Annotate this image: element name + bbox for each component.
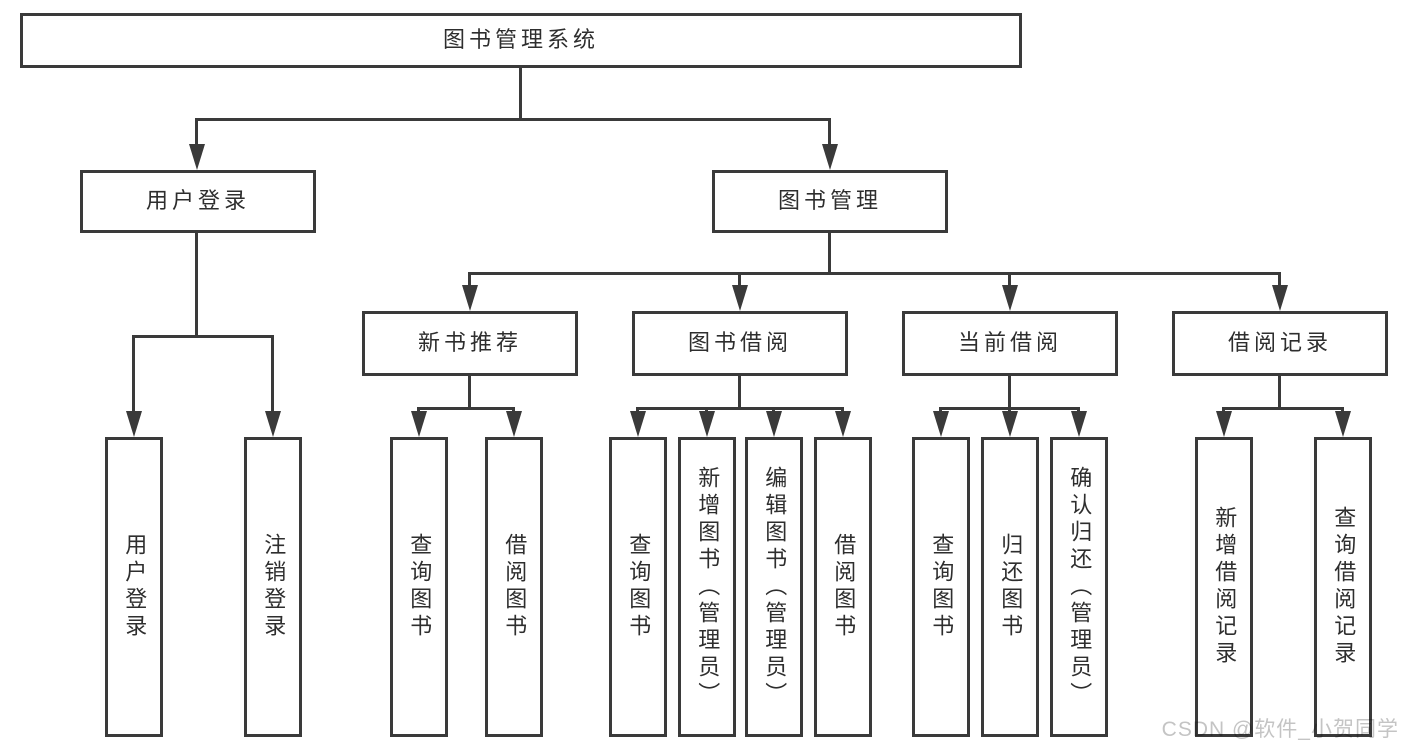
node-book-borrow: 图书借阅	[632, 311, 848, 376]
connector-vline	[738, 376, 741, 409]
connector-vline	[195, 233, 198, 337]
connector-hline	[468, 272, 1281, 275]
arrow-down	[822, 144, 838, 170]
arrow-down	[630, 411, 646, 437]
csdn-watermark: CSDN @软件_小贺同学	[1161, 718, 1399, 741]
leaf-add-books-admin: 新增图书（管理员）	[678, 437, 736, 737]
leaf-user-login: 用户登录	[105, 437, 163, 737]
arrow-down	[126, 411, 142, 437]
leaf-add-borrow-record: 新增借阅记录	[1195, 437, 1253, 737]
arrow-down	[1002, 411, 1018, 437]
connector-vline	[828, 233, 831, 274]
connector-hline	[132, 335, 274, 338]
arrow-down	[1335, 411, 1351, 437]
connector-vline	[738, 272, 741, 289]
leaf-edit-books-admin: 编辑图书（管理员）	[745, 437, 803, 737]
arrow-down	[265, 411, 281, 437]
node-borrow-records: 借阅记录	[1172, 311, 1388, 376]
connector-vline	[132, 335, 135, 415]
node-current-borrow: 当前借阅	[902, 311, 1118, 376]
node-book-management: 图书管理	[712, 170, 948, 233]
connector-vline	[519, 68, 522, 120]
leaf-return-books: 归还图书	[981, 437, 1039, 737]
arrow-down	[1002, 285, 1018, 311]
leaf-query-borrow-record: 查询借阅记录	[1314, 437, 1372, 737]
leaf-recommend-query-books: 查询图书	[390, 437, 448, 737]
connector-hline	[195, 118, 831, 121]
leaf-current-query-books: 查询图书	[912, 437, 970, 737]
node-new-book-recommend: 新书推荐	[362, 311, 578, 376]
connector-vline	[468, 272, 471, 289]
connector-vline	[828, 118, 831, 148]
node-user-login-branch: 用户登录	[80, 170, 316, 233]
leaf-logout: 注销登录	[244, 437, 302, 737]
connector-vline	[1278, 272, 1281, 289]
connector-hline	[636, 407, 844, 410]
leaf-borrow-books: 借阅图书	[814, 437, 872, 737]
connector-vline	[1008, 272, 1011, 289]
arrow-down	[732, 285, 748, 311]
arrow-down	[1272, 285, 1288, 311]
node-library-system: 图书管理系统	[20, 13, 1022, 68]
arrow-down	[1216, 411, 1232, 437]
arrow-down	[189, 144, 205, 170]
connector-vline	[468, 376, 471, 409]
leaf-borrow-query-books: 查询图书	[609, 437, 667, 737]
connector-vline	[195, 118, 198, 148]
arrow-down	[506, 411, 522, 437]
connector-vline	[271, 335, 274, 415]
leaf-recommend-borrow-books: 借阅图书	[485, 437, 543, 737]
arrow-down	[1071, 411, 1087, 437]
connector-vline	[1278, 376, 1281, 409]
connector-vline	[1008, 376, 1011, 409]
arrow-down	[766, 411, 782, 437]
arrow-down	[411, 411, 427, 437]
leaf-confirm-return-admin: 确认归还（管理员）	[1050, 437, 1108, 737]
connector-hline	[417, 407, 515, 410]
arrow-down	[933, 411, 949, 437]
connector-hline	[1222, 407, 1344, 410]
arrow-down	[699, 411, 715, 437]
arrow-down	[835, 411, 851, 437]
arrow-down	[462, 285, 478, 311]
